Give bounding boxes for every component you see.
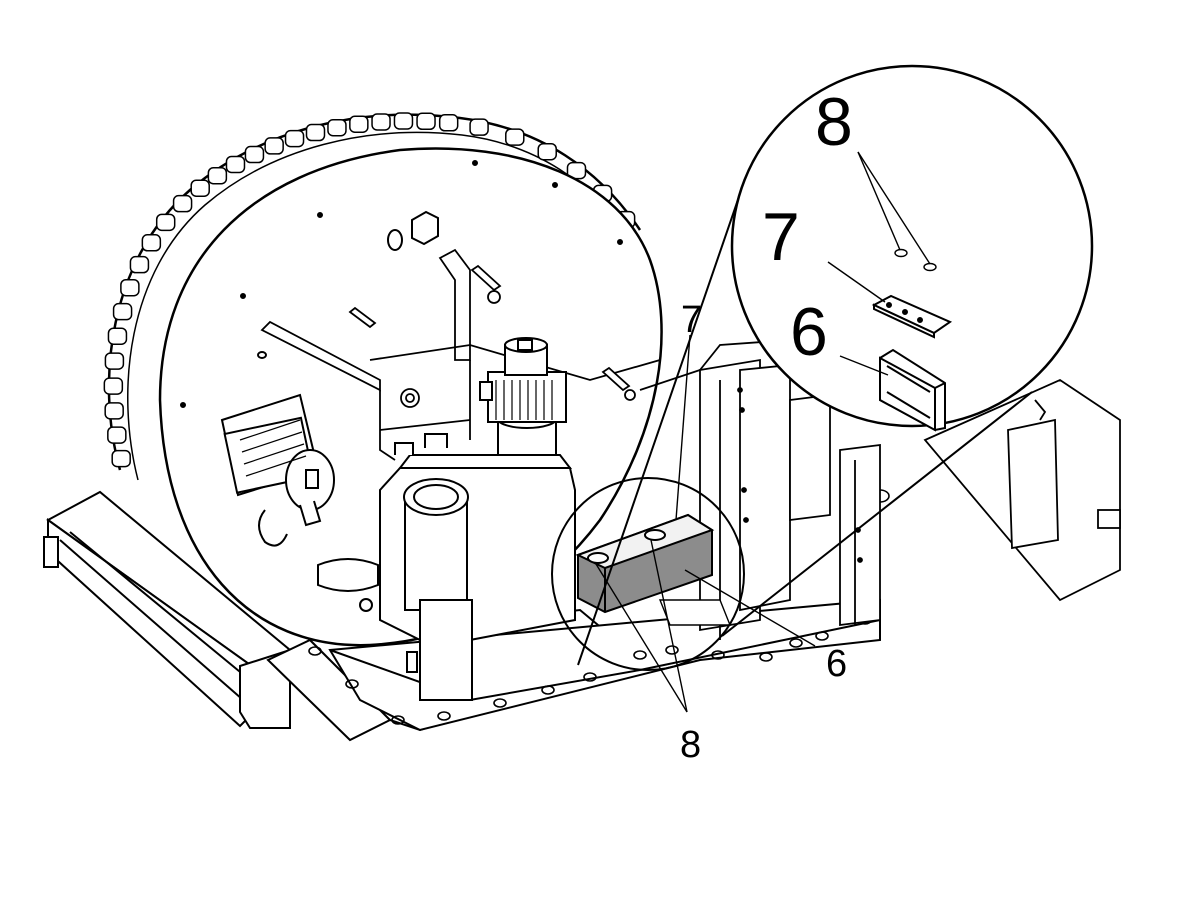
central-frame [260,248,661,461]
roller-segment [349,115,369,133]
roller-segment [107,426,127,444]
right-enclosure [923,378,1121,602]
callout-6-main: 6 [826,643,847,685]
roller-segment [207,166,228,185]
detail-circle [730,64,1094,428]
wheel-motor [220,393,335,547]
right-column [639,339,881,640]
roller-segment [264,137,284,155]
hydraulic-unit [317,433,576,701]
roller-segment [112,302,133,321]
roller-segment [190,179,210,197]
magnifier-cone [577,187,1033,666]
roller-segment [393,112,414,130]
roller-segment [505,128,525,146]
roller-segment [371,113,391,131]
callout-7-main: 7 [681,299,702,341]
roller-segment [305,123,326,142]
roller-segment [172,194,193,213]
magnifier-source-circle [551,477,745,671]
roller-segment [155,213,176,232]
roller-segment [141,234,162,252]
detail-block-part-6 [879,348,946,432]
roller-segment [225,155,246,174]
roller-segment [111,449,131,468]
roller-segment [537,142,557,161]
callout-8-main: 8 [680,724,701,766]
roller-segment [103,377,124,395]
roller-segment [327,118,347,137]
roller-segment [244,145,265,164]
callout-7-detail: 7 [762,199,800,275]
detail-washers-part-8 [894,248,937,272]
leader-lines [595,151,931,713]
callout-8-detail: 8 [815,84,853,160]
roller-segment [416,112,436,130]
detail-plate-part-7 [871,294,953,339]
roller-segment [284,129,305,148]
roller-segment [129,255,150,274]
roller-segment [469,118,489,136]
mounting-block-part-6 [575,513,732,626]
roller-segment [120,278,140,297]
roller-segment [104,402,124,420]
roller-segment [104,352,125,370]
roller-segment [107,327,128,345]
callout-6-detail: 6 [790,294,828,370]
roller-segment [438,114,459,132]
